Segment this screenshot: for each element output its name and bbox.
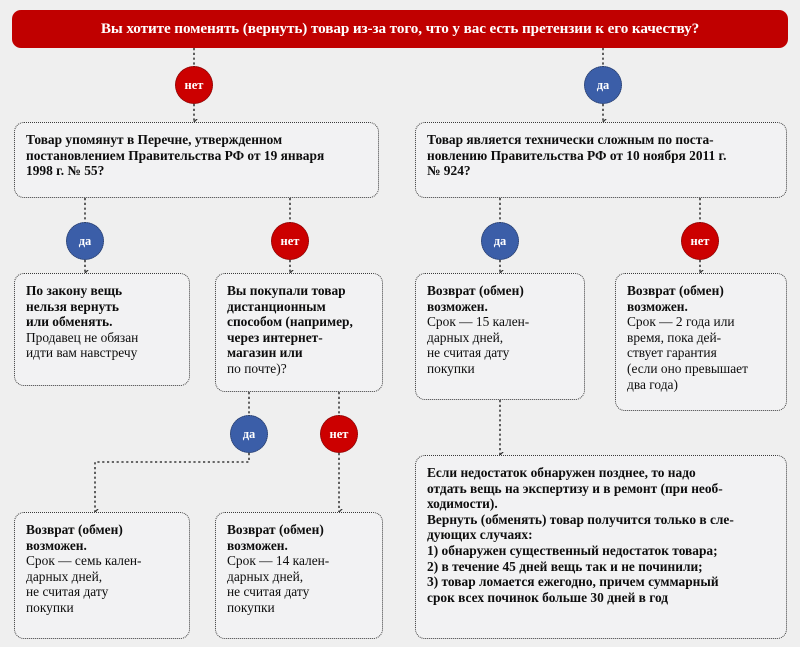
node-line: ходимости). <box>427 496 498 512</box>
node-line: дующих случаях: <box>427 527 533 543</box>
branch-label-right-q1-yes[interactable]: да <box>481 222 519 260</box>
node-result-cannot-return[interactable]: По закону вещь нельзя вернуть или обменя… <box>14 273 190 386</box>
node-line: не считая дату <box>26 584 109 600</box>
node-line: покупки <box>227 600 275 616</box>
node-line: По закону вещь <box>26 283 123 298</box>
node-line: через интернет- <box>227 329 323 345</box>
node-line: 2) в течение 45 дней вещь так и не почин… <box>427 558 703 574</box>
node-line: Возврат (обмен) <box>227 522 324 537</box>
node-line: Если недостаток обнаружен позднее, то на… <box>427 465 696 480</box>
node-line: возможен. <box>26 537 87 553</box>
node-line: № 924? <box>427 163 471 179</box>
node-result-2-years[interactable]: Возврат (обмен) возможен. Срок — 2 года … <box>615 273 787 411</box>
node-line: магазин или <box>227 345 303 361</box>
branch-label-right-q1-no[interactable]: нет <box>681 222 719 260</box>
node-result-15-days[interactable]: Возврат (обмен) возможен. Срок — 15 кале… <box>415 273 585 400</box>
node-result-late-defect[interactable]: Если недостаток обнаружен позднее, то на… <box>415 455 787 639</box>
node-line: Срок — 15 кален- <box>427 314 530 330</box>
node-line: нельзя вернуть <box>26 298 119 314</box>
node-result-seven-days[interactable]: Возврат (обмен) возможен. Срок — семь ка… <box>14 512 190 639</box>
node-line: дарных дней, <box>427 329 504 345</box>
node-line: (если оно превышает <box>627 361 748 377</box>
branch-label-left-q2-yes[interactable]: да <box>230 415 268 453</box>
node-line: покупки <box>26 600 74 616</box>
node-line: возможен. <box>427 298 488 314</box>
node-line: способом (например, <box>227 314 353 330</box>
node-line: Товар является технически сложным по пос… <box>427 132 714 147</box>
branch-label-left-q2-no[interactable]: нет <box>320 415 358 453</box>
node-line: возможен. <box>227 537 288 553</box>
node-line: Срок — 14 кален- <box>227 553 330 569</box>
node-line: не считая дату <box>227 584 310 600</box>
node-line: Возврат (обмен) <box>26 522 123 537</box>
node-line: время, пока дей- <box>627 329 722 345</box>
node-line: или обменять. <box>26 314 113 330</box>
node-line: идти вам навстречу <box>26 345 138 361</box>
node-line: новлению Правительства РФ от 10 ноября 2… <box>427 147 727 163</box>
node-line: Продавец не обязан <box>26 329 139 345</box>
node-line: дарных дней, <box>26 568 103 584</box>
node-line: два года) <box>627 376 678 392</box>
node-line: Срок — 2 года или <box>627 314 735 330</box>
branch-label-left-q1-no[interactable]: нет <box>271 222 309 260</box>
node-line: срок всех починок больше 30 дней в год <box>427 589 669 605</box>
node-line: не считая дату <box>427 345 510 361</box>
node-line: ствует гарантия <box>627 345 717 361</box>
node-line: дистанционным <box>227 298 326 314</box>
page-title: Вы хотите поменять (вернуть) товар из-за… <box>12 10 788 48</box>
node-line: дарных дней, <box>227 568 304 584</box>
branch-label-root-no[interactable]: нет <box>175 66 213 104</box>
node-result-14-days[interactable]: Возврат (обмен) возможен. Срок — 14 кале… <box>215 512 383 639</box>
node-question-technically-complex[interactable]: Товар является технически сложным по пос… <box>415 122 787 198</box>
node-line: 1998 г. № 55? <box>26 163 105 179</box>
node-line: отдать вещь на экспертизу и в ремонт (пр… <box>427 480 723 496</box>
node-line: постановлением Правительства РФ от 19 ян… <box>26 147 325 163</box>
node-line: 3) товар ломается ежегодно, причем сумма… <box>427 574 719 590</box>
node-line: Возврат (обмен) <box>427 283 524 298</box>
node-line: Срок — семь кален- <box>26 553 142 569</box>
node-line: возможен. <box>627 298 688 314</box>
node-line: Вы покупали товар <box>227 283 346 298</box>
node-line: Товар упомянут в Перечне, утвержденном <box>26 132 283 147</box>
node-line: Вернуть (обменять) товар получится тольк… <box>427 511 734 527</box>
branch-label-left-q1-yes[interactable]: да <box>66 222 104 260</box>
branch-label-root-yes[interactable]: да <box>584 66 622 104</box>
node-question-remote-purchase[interactable]: Вы покупали товар дистанционным способом… <box>215 273 383 392</box>
node-line: 1) обнаружен существенный недостаток тов… <box>427 543 718 559</box>
node-line: покупки <box>427 361 475 377</box>
node-question-goods-list[interactable]: Товар упомянут в Перечне, утвержденном п… <box>14 122 379 198</box>
node-line: Возврат (обмен) <box>627 283 724 298</box>
node-line: по почте)? <box>227 361 287 377</box>
